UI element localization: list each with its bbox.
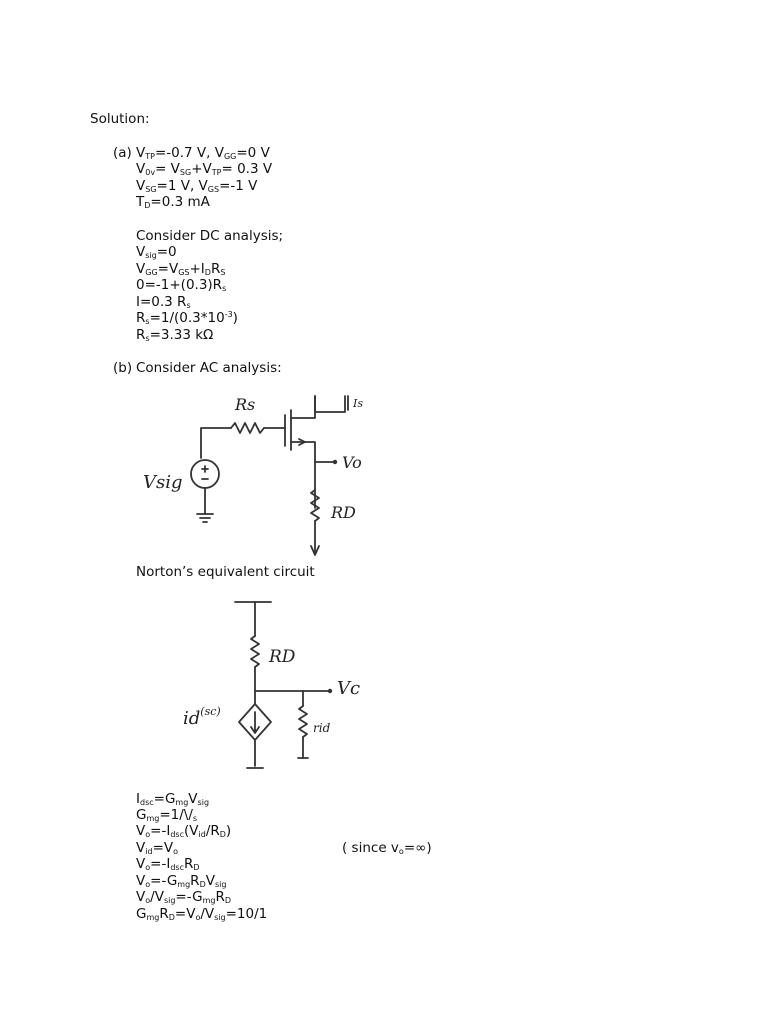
equation-line: Rs=3.33 kΩ	[136, 327, 214, 343]
current-arrow	[250, 711, 260, 734]
equation-line: Vo/Vsig=-GmgRD	[136, 889, 231, 905]
vsig-label: Vsig	[143, 472, 183, 493]
norton-caption: Norton’s equivalent circuit	[136, 564, 315, 580]
equation-line: VTP=-0.7 V, VGG=0 V	[136, 145, 270, 161]
arrow	[298, 438, 306, 446]
source-polarity	[201, 465, 209, 480]
equation-line: 0=-1+(0.3)Rs	[136, 277, 227, 293]
equation-line: VGG=VGS+IDRS	[136, 261, 226, 277]
resistor-rd	[250, 635, 260, 668]
part-a-label: (a)	[113, 145, 132, 161]
equation-note: ( since vo=∞)	[342, 840, 432, 856]
ground-symbol	[196, 513, 214, 523]
solution-heading: Solution:	[90, 111, 150, 127]
equation-line: Vo=-IdscRD	[136, 856, 200, 872]
equation-line: Vid=Vo	[136, 840, 179, 856]
part-b-label: (b)	[113, 360, 133, 376]
output-node	[327, 688, 333, 694]
equation-line: TD=0.3 mA	[136, 194, 210, 210]
vo-node	[332, 459, 338, 465]
rd-label: RD	[330, 503, 356, 522]
equation-line: Rs=1/(0.3*10-3)	[136, 310, 238, 326]
rs-label: Rs	[234, 395, 255, 414]
equation-line: Vo=-Idsc(Vid/RD)	[136, 823, 232, 839]
rd-label: RD	[268, 647, 296, 667]
equation-line: Vsig=0	[136, 244, 177, 260]
resistor-rd	[310, 489, 320, 522]
equation-line: Vo=-GmgRDVsig	[136, 873, 227, 889]
equation-line: VSG=1 V, VGS=-1 V	[136, 178, 258, 194]
wire	[200, 427, 232, 459]
wire	[290, 441, 316, 509]
equation-line: Idsc=GmgVsig	[136, 791, 210, 807]
ac-circuit-figure: Rs Is Vsig Vo RD	[143, 395, 363, 556]
equation-line: Gmg=1/\/s	[136, 807, 198, 823]
is-label: Is	[352, 397, 363, 410]
vc-label: Vc	[337, 678, 360, 699]
rid-label: rid	[313, 721, 331, 735]
resistor-rid	[298, 705, 308, 738]
equation-line: V0v= VSG+VTP= 0.3 V	[136, 161, 273, 177]
wire	[314, 395, 346, 413]
id-label: id(sc)	[183, 705, 221, 729]
resistor-rs	[230, 422, 265, 434]
wire	[290, 395, 316, 419]
vo-label: Vo	[342, 453, 362, 472]
ac-analysis-title: Consider AC analysis:	[136, 360, 282, 376]
equation-line: I=0.3 Rs	[136, 294, 191, 310]
dc-analysis-title: Consider DC analysis;	[136, 228, 284, 244]
voltage-source-vsig	[190, 459, 220, 489]
equation-line: GmgRD=Vo/Vsig=10/1	[136, 906, 268, 922]
norton-circuit-figure: RD Vc id(sc) rid	[183, 601, 360, 769]
arrow	[310, 545, 320, 556]
